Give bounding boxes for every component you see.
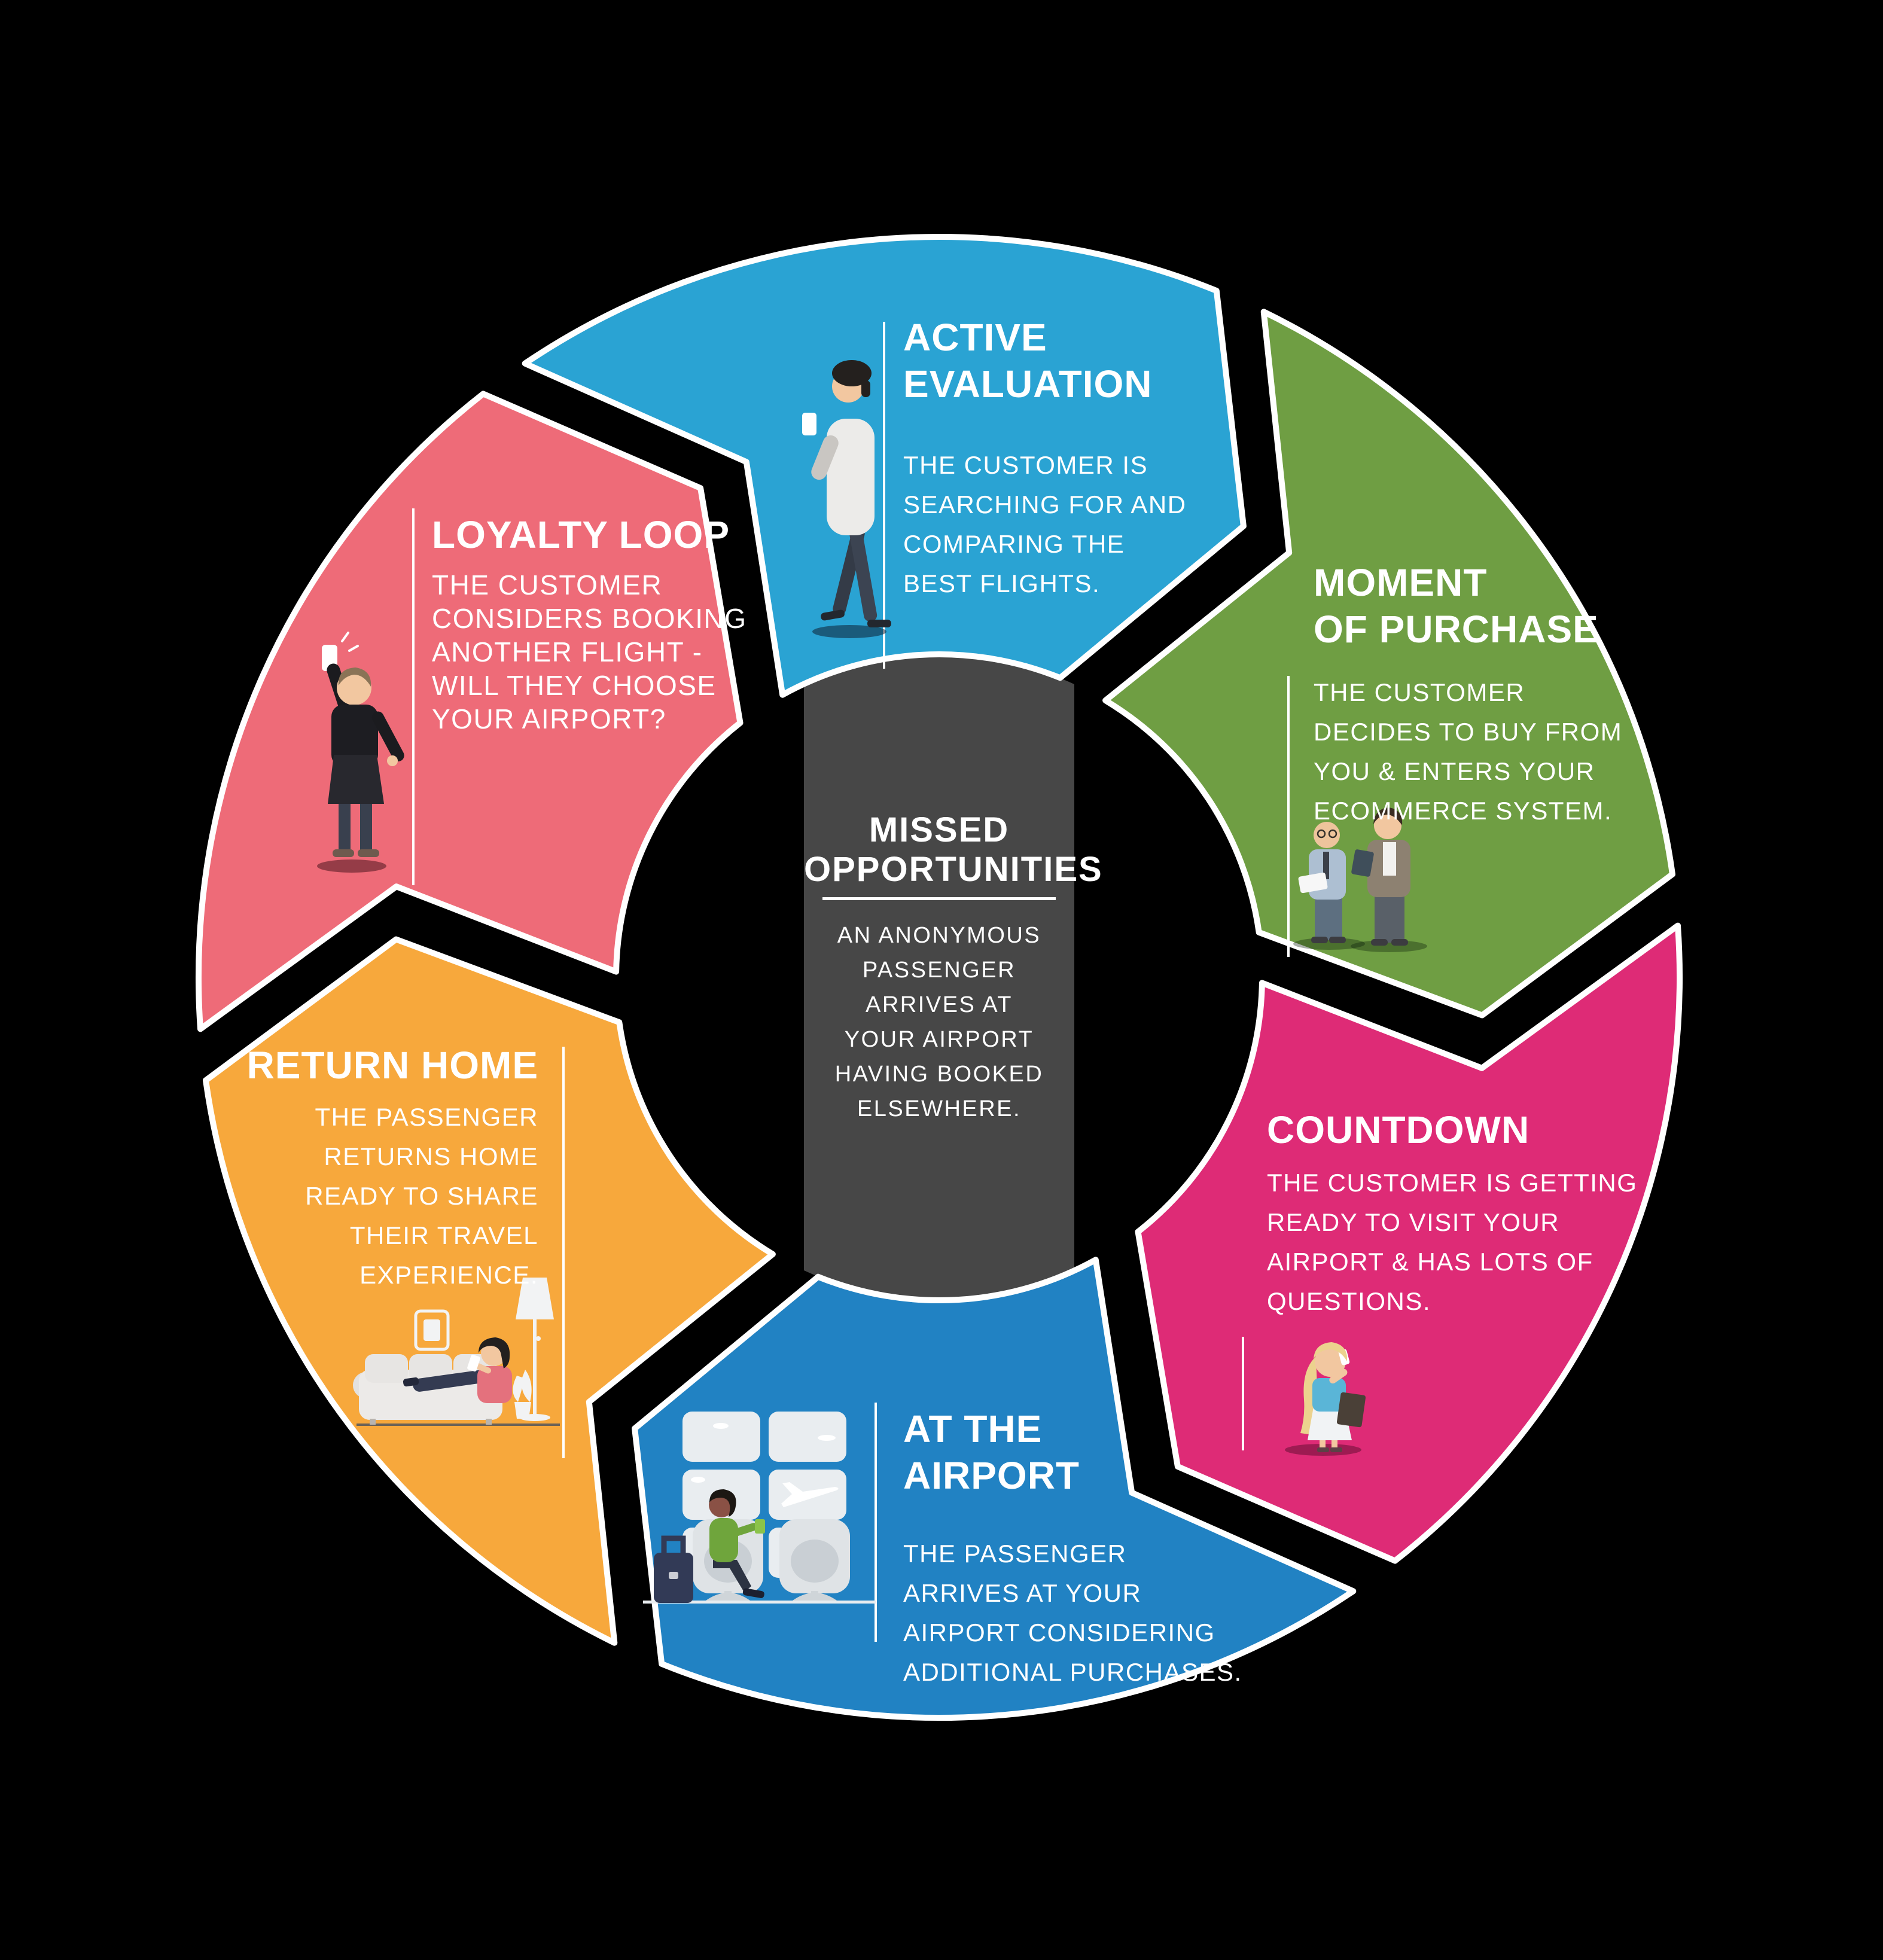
person-walking-with-phone-illustration — [802, 360, 891, 638]
segment-description: THE CUSTOMER IS GETTING READY TO VISIT Y… — [1267, 1169, 1638, 1315]
segment-heading: RETURN HOME — [246, 1044, 538, 1087]
segment-loyalty-loop: LOYALTY LOOP THE CUSTOMER CONSIDERS BOOK… — [432, 511, 767, 736]
segment-shape-return-home — [203, 936, 776, 1646]
separator-line-moment-of-purchase — [1287, 676, 1290, 957]
center-panel-text: MISSED OPPORTUNITIES AN ANONYMOUS PASSEN… — [804, 810, 1103, 1126]
separator-line-at-the-airport — [875, 1403, 877, 1642]
segment-return-home: RETURN HOME THE PASSENGER RETURNS HOME R… — [227, 1042, 538, 1295]
separator-line-countdown — [1242, 1337, 1244, 1450]
segment-moment-of-purchase: MOMENT OF PURCHASE THE CUSTOMER DECIDES … — [1314, 559, 1696, 831]
center-description: AN ANONYMOUS PASSENGER ARRIVES AT YOUR A… — [834, 923, 1044, 1121]
two-people-discussing-illustration — [1293, 807, 1427, 952]
segment-at-the-airport: AT THE AIRPORT THE PASSENGER ARRIVES AT … — [903, 1406, 1286, 1692]
center-panel-shape — [804, 654, 1074, 1300]
segment-heading: LOYALTY LOOP — [432, 513, 730, 556]
segment-description: THE CUSTOMER CONSIDERS BOOKING ANOTHER F… — [432, 569, 747, 734]
segment-description: THE PASSENGER ARRIVES AT YOUR AIRPORT CO… — [903, 1540, 1242, 1686]
separator-line-return-home — [562, 1047, 565, 1458]
picture-frame-icon — [414, 1309, 450, 1351]
segment-shape-countdown — [1135, 922, 1683, 1564]
person-relaxing-on-couch-illustration — [353, 1278, 560, 1426]
woman-on-phone-illustration — [1285, 1342, 1366, 1456]
passenger-waiting-at-gate-illustration — [643, 1412, 876, 1604]
floor-lamp-icon — [516, 1278, 554, 1319]
segment-heading: AT THE AIRPORT — [903, 1407, 1080, 1497]
segment-active-evaluation: ACTIVE EVALUATION THE CUSTOMER IS SEARCH… — [903, 314, 1262, 603]
segment-shape-moment-of-purchase — [1102, 309, 1675, 1019]
segment-heading: COUNTDOWN — [1267, 1108, 1530, 1151]
segment-heading: MOMENT OF PURCHASE — [1314, 561, 1599, 651]
separator-line-active-evaluation — [883, 322, 885, 669]
center-divider-line — [822, 897, 1056, 900]
segment-countdown: COUNTDOWN THE CUSTOMER IS GETTING READY … — [1267, 1106, 1686, 1321]
segment-description: THE CUSTOMER DECIDES TO BUY FROM YOU & E… — [1314, 678, 1623, 825]
separator-line-loyalty-loop — [412, 508, 415, 885]
segment-shape-loyalty-loop — [195, 391, 744, 1032]
segment-description: THE PASSENGER RETURNS HOME READY TO SHAR… — [305, 1103, 538, 1289]
man-taking-selfie-illustration — [317, 632, 404, 873]
segment-heading: ACTIVE EVALUATION — [903, 316, 1153, 406]
center-heading: MISSED OPPORTUNITIES — [804, 810, 1103, 889]
plane-icon — [781, 1482, 839, 1507]
segment-description: THE CUSTOMER IS SEARCHING FOR AND COMPAR… — [903, 451, 1187, 598]
